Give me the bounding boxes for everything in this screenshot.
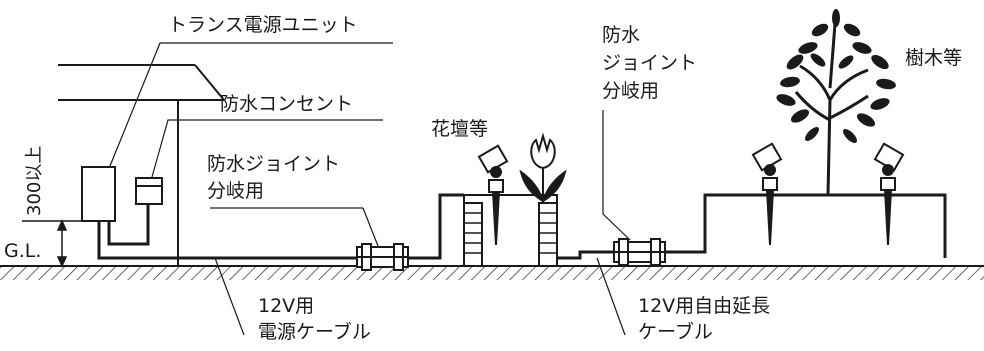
label-joint-left-line2: 分岐用 [207, 180, 265, 202]
joint-left [356, 243, 409, 271]
cables [97, 193, 947, 260]
house-outline [58, 64, 225, 266]
label-joint-right-line3: 分岐用 [602, 80, 660, 102]
label-height-note: 300以上 [24, 145, 45, 216]
spotlight-flowerbed [477, 144, 509, 246]
label-power-cable-line2: 電源ケーブル [258, 321, 371, 343]
spotlight-left [751, 142, 783, 246]
label-joint-left-line1: 防水ジョイント [207, 153, 341, 175]
height-dimension [5, 219, 82, 268]
tulip [519, 132, 567, 204]
ground [0, 265, 984, 280]
label-extension-cable-line2: ケーブル [638, 321, 713, 343]
label-ground-level: G.L. [4, 240, 42, 262]
leader-lines [109, 42, 631, 336]
label-joint-right-line2: ジョイント [602, 52, 698, 74]
transformer-box [81, 166, 116, 222]
label-trees: 樹木等 [905, 47, 963, 69]
label-extension-cable-line1: 12V用自由延長 [638, 295, 771, 317]
spotlight-right [873, 142, 905, 246]
label-transformer-unit: トランス電源ユニット [168, 14, 358, 36]
label-joint-right-line1: 防水 [602, 24, 641, 46]
outlet-box [135, 177, 163, 205]
flower-bed [463, 194, 558, 267]
label-waterproof-outlet: 防水コンセント [220, 93, 354, 115]
tree [794, 23, 869, 196]
joint-right [613, 238, 666, 266]
label-power-cable-line1: 12V用 [258, 295, 315, 317]
tree-leaves [776, 9, 896, 143]
label-flower-bed: 花壇等 [431, 118, 489, 140]
